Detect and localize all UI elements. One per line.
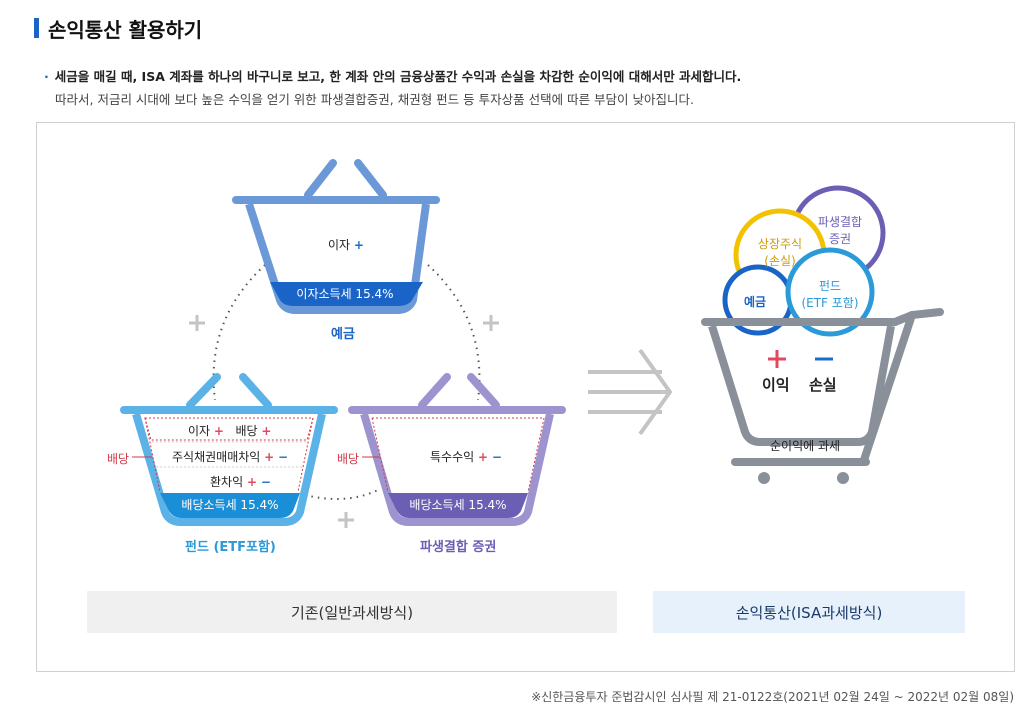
connector-deposit-fund	[212, 264, 266, 401]
deposit-tax-band: 이자소득세 15.4%	[296, 287, 394, 301]
cart-loss-label: 손실	[809, 376, 837, 394]
diagram-frame	[36, 122, 1015, 672]
fund-tax-band: 배당소득세 15.4%	[181, 498, 279, 512]
fund-side-label: 배당	[107, 452, 130, 466]
shopping-cart-icon	[701, 185, 944, 484]
fund-row-trading-gain: 주식채권매매차익 + −	[172, 450, 289, 464]
footnote: ※신한금융투자 준법감시인 심사필 제 21-0122호(2021년 02월 2…	[531, 690, 1014, 704]
fund-row-interest-dividend: 이자 + 배당 +	[188, 424, 272, 438]
bubble-stock-loss: 상장주식(손실)	[757, 237, 803, 268]
plus-icon	[189, 315, 499, 528]
title-accent-bar	[34, 18, 39, 38]
description-normal: 따라서, 저금리 시대에 보다 높은 수익을 얻기 위한 파생결합증권, 채권형…	[55, 92, 694, 107]
cart-caption: 순이익에 과세	[770, 439, 841, 453]
bubble-fund: 펀드(ETF 포함)	[801, 279, 859, 310]
cart-gain-label: 이익	[762, 376, 790, 394]
description-bold: ·세금을 매길 때, ISA 계좌를 하나의 바구니로 보고, 한 계좌 안의 …	[44, 69, 742, 84]
page-title: 손익통산 활용하기	[48, 18, 203, 42]
derivative-tax-band: 배당소득세 15.4%	[409, 498, 507, 512]
legacy-tax-box: 기존(일반과세방식)	[87, 591, 617, 633]
fund-title: 펀드 (ETF포함)	[185, 540, 276, 555]
bubble-deposit: 예금	[744, 295, 767, 309]
derivative-item: 특수수익 + −	[430, 450, 502, 464]
isa-tax-box: 손익통산(ISA과세방식)	[653, 591, 965, 633]
basket-derivative-icon	[348, 373, 566, 526]
basket-fund-icon	[120, 373, 338, 526]
connector-fund-derivative	[304, 489, 379, 500]
fund-row-fx-gain: 환차익 + −	[210, 475, 271, 489]
derivative-title: 파생결합 증권	[420, 540, 497, 555]
arrow-right-icon	[588, 348, 672, 436]
deposit-title: 예금	[331, 327, 355, 342]
derivative-side-label: 배당	[337, 452, 360, 466]
deposit-item: 이자 +	[328, 238, 364, 252]
basket-deposit-icon	[232, 159, 440, 314]
